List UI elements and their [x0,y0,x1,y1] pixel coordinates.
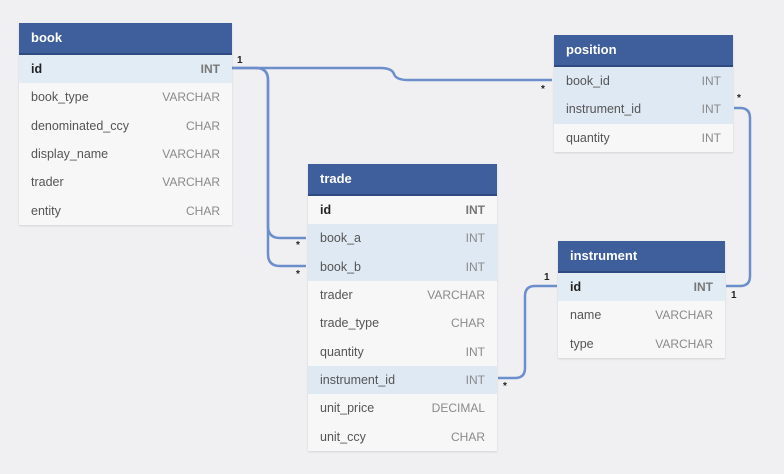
column-type: INT [693,280,713,295]
cardinality-label: * [737,93,741,104]
column-type: INT [701,102,721,117]
column-row[interactable]: unit_price DECIMAL [308,394,497,422]
column-name: name [570,308,602,323]
column-name: unit_price [320,401,375,416]
column-row[interactable]: instrument_id INT [308,365,497,395]
column-name: id [320,203,332,218]
column-row[interactable]: denominated_ccy CHAR [19,112,232,140]
link-book-position[interactable] [232,66,552,82]
column-name: book_a [320,231,362,246]
column-name: instrument_id [566,102,642,117]
column-name: id [31,62,43,77]
cardinality-label: 1 [544,272,550,283]
column-name: entity [31,203,61,218]
cardinality-label: * [296,240,300,251]
table-title[interactable]: position [554,35,733,67]
column-name: book_b [320,259,362,274]
cardinality-label: 1 [237,55,243,66]
column-row[interactable]: id INT [558,273,725,302]
column-type: INT [465,259,485,274]
table-title[interactable]: trade [308,164,497,196]
cardinality-label: 1 [731,290,737,301]
column-row[interactable]: book_a INT [308,224,497,253]
column-row[interactable]: id INT [19,55,232,84]
column-type: VARCHAR [162,90,220,105]
column-row[interactable]: quantity INT [554,124,733,152]
link-trade-instrument[interactable] [498,284,557,380]
column-type: INT [200,62,220,77]
column-name: display_name [31,147,109,162]
column-row[interactable]: display_name VARCHAR [19,140,232,168]
link-position-instrument[interactable] [726,106,752,288]
column-type: VARCHAR [427,288,485,303]
column-row[interactable]: trader VARCHAR [19,168,232,196]
column-name: quantity [320,344,364,359]
column-name: trader [320,288,353,303]
column-type: CHAR [450,429,485,444]
column-name: trade_type [320,316,380,331]
column-type: INT [465,372,485,387]
column-row[interactable]: quantity INT [308,337,497,365]
column-type: VARCHAR [655,308,713,323]
column-name: type [570,336,594,351]
column-type: INT [465,344,485,359]
table-title[interactable]: book [19,23,232,55]
column-type: VARCHAR [162,175,220,190]
column-type: CHAR [185,203,220,218]
column-row[interactable]: id INT [308,196,497,225]
column-name: book_type [31,90,89,105]
column-type: INT [701,130,721,145]
column-row[interactable]: trader VARCHAR [308,281,497,309]
column-name: denominated_ccy [31,118,129,133]
column-type: CHAR [450,316,485,331]
column-type: INT [465,231,485,246]
column-type: INT [701,74,721,89]
cardinality-label: * [503,381,507,392]
column-row[interactable]: unit_ccy CHAR [308,422,497,450]
column-type: DECIMAL [431,401,485,416]
column-name: quantity [566,130,610,145]
column-type: VARCHAR [162,147,220,162]
column-row[interactable]: book_id INT [554,67,733,96]
column-name: trader [31,175,64,190]
column-row[interactable]: book_type VARCHAR [19,83,232,111]
column-row[interactable]: name VARCHAR [558,301,725,329]
column-row[interactable]: trade_type CHAR [308,309,497,337]
link-book-trade-b[interactable] [255,66,306,268]
column-type: CHAR [185,118,220,133]
column-name: id [570,280,582,295]
column-name: instrument_id [320,372,396,387]
column-row[interactable]: instrument_id INT [554,95,733,124]
column-row[interactable]: type VARCHAR [558,330,725,358]
column-name: unit_ccy [320,429,366,444]
column-row[interactable]: book_b INT [308,252,497,281]
column-row[interactable]: entity CHAR [19,196,232,224]
column-type: INT [465,203,485,218]
column-name: book_id [566,74,610,89]
cardinality-label: * [541,84,545,95]
cardinality-label: * [296,269,300,280]
table-title[interactable]: instrument [558,241,725,273]
column-type: VARCHAR [655,336,713,351]
